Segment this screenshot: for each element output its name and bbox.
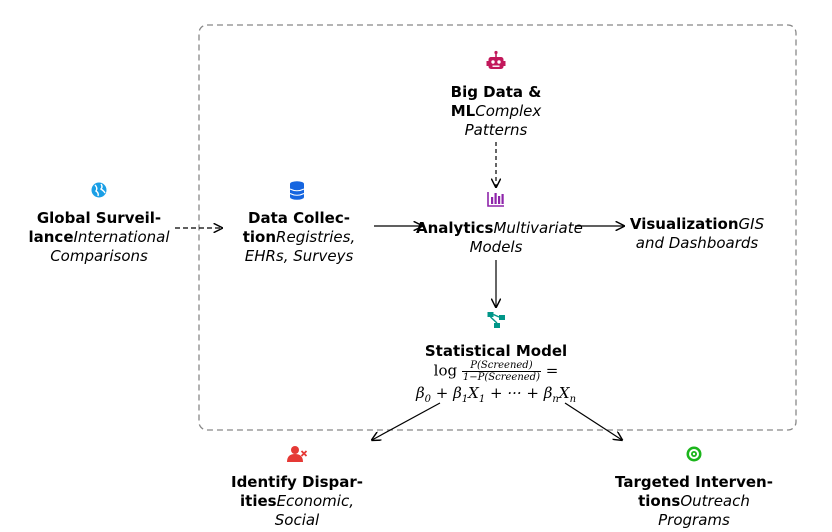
node-analytics: AnalyticsMultivariate Models [416,219,583,257]
node-title: Targeted Interven- tions [615,473,773,510]
formula-line-1: log P(Screened) 1−P(Screened) = [376,360,616,383]
node-title: Global Surveil- lance [28,209,162,246]
formula-fraction: P(Screened) 1−P(Screened) [461,360,541,383]
formula-numerator: P(Screened) [461,360,541,372]
statistical-formula: log P(Screened) 1−P(Screened) = β0 + β1X… [376,360,616,405]
globe-icon [91,182,107,198]
node-data-collection: Data Collec- tionRegistries, EHRs, Surve… [224,209,374,266]
node-title: Statistical Model [424,342,568,360]
node-global-surveillance: Global Surveil- lanceInternational Compa… [24,209,174,266]
node-subtitle: Registries, EHRs, Surveys [244,228,356,265]
node-subtitle: GIS and Dashboards [635,215,765,252]
edge-statistical-to-interventions [564,402,622,440]
formula-denominator: 1−P(Screened) [462,372,540,383]
chart-icon [487,192,504,207]
database-icon [289,181,305,200]
network-icon [487,312,505,328]
node-subtitle: Economic, Social [274,492,354,529]
node-title: Data Collec- tion [242,209,350,246]
node-visualization: VisualizationGIS and Dashboards [617,215,777,253]
formula-equals: = [545,361,559,380]
formula-rhs: β0 + β1X1 + ··· + βnXn [415,384,577,405]
node-subtitle: International Comparisons [50,228,170,265]
robot-icon [486,50,506,69]
node-big-data-ml: Big Data & MLComplex Patterns [421,83,571,140]
target-icon [686,446,702,462]
node-title: Identify Dispar- ities [230,473,363,510]
node-statistical-model: Statistical Model [406,342,586,361]
node-targeted-interventions: Targeted Interven- tionsOutreach Program… [614,473,774,530]
node-subtitle: Complex Patterns [464,102,542,139]
node-subtitle: Multivariate Models [469,219,583,256]
node-title: Visualization [629,215,739,233]
edge-statistical-to-disparities [372,402,441,440]
node-title: Big Data & ML [450,83,542,120]
node-subtitle: Outreach Programs [658,492,750,529]
node-title: Analytics [416,219,494,237]
formula-log: log [433,361,458,380]
user-x-icon [287,446,308,462]
node-identify-disparities: Identify Dispar- itiesEconomic, Social [222,473,372,530]
